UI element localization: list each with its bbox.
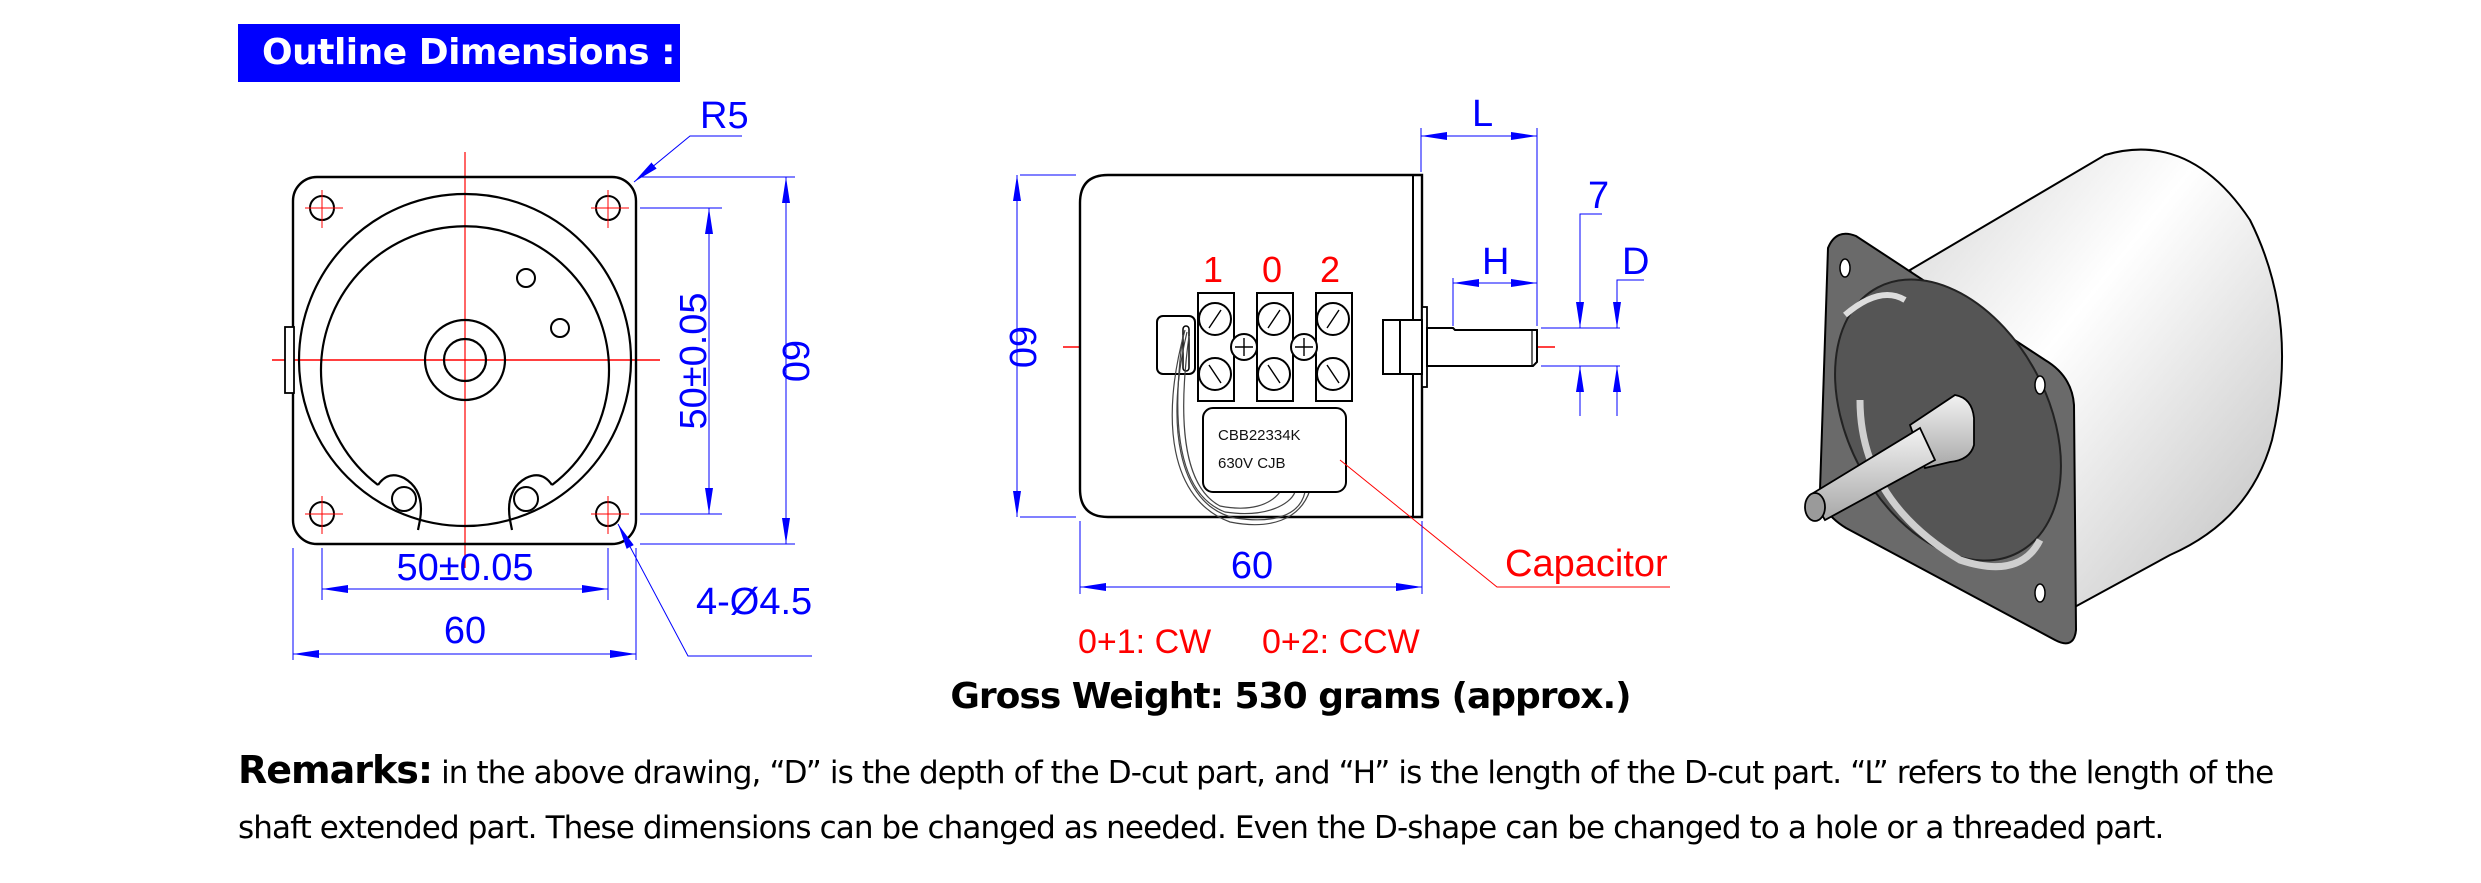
wiring-ccw-label: 0+2: CCW — [1262, 623, 1420, 661]
front-view: R5 50±0.05 60 50±0.05 60 4-Ø4.5 — [272, 95, 816, 660]
motor-3d-view — [1804, 148, 2284, 645]
height-label: 60 — [774, 340, 816, 382]
terminal-2-label: 2 — [1320, 249, 1340, 290]
gross-weight: Gross Weight: 530 grams (approx.) — [950, 676, 1631, 717]
remarks-text-2: shaft extended part. These dimensions ca… — [238, 810, 2164, 846]
capacitor-model: CBB22334K — [1218, 427, 1301, 444]
vertical-pitch-label: 50±0.05 — [673, 292, 715, 429]
side-height-label: 60 — [1001, 326, 1043, 368]
radius-label: R5 — [700, 95, 749, 137]
dcut-depth-D-label: D — [1622, 241, 1649, 283]
side-length-label: 60 — [1231, 545, 1273, 587]
shaft-length-L-label: L — [1472, 93, 1493, 135]
wiring-cw-label: 0+1: CW — [1078, 623, 1211, 661]
section-title-text: Outline Dimensions : — [262, 32, 675, 73]
shaft-diameter-label: 7 — [1588, 175, 1609, 217]
terminal-1-label: 1 — [1203, 249, 1223, 290]
width-label: 60 — [444, 610, 486, 652]
mounting-holes-label: 4-Ø4.5 — [696, 581, 812, 623]
side-view: CBB22334K 630V CJB 1 0 2 Capacitor — [1001, 93, 1670, 661]
remarks-label: Remarks: — [238, 748, 433, 792]
remarks-line-1: Remarks: in the above drawing, “D” is th… — [238, 748, 2438, 792]
section-title: Outline Dimensions : — [238, 24, 680, 82]
capacitor-label: Capacitor — [1505, 543, 1668, 585]
capacitor-rating: 630V CJB — [1218, 455, 1286, 472]
terminal-0-label: 0 — [1262, 249, 1282, 290]
horizontal-pitch-label: 50±0.05 — [396, 547, 533, 589]
remarks-text-1: in the above drawing, “D” is the depth o… — [432, 755, 2274, 791]
remarks-line-2: shaft extended part. These dimensions ca… — [238, 810, 2438, 846]
dcut-length-H-label: H — [1482, 241, 1509, 283]
